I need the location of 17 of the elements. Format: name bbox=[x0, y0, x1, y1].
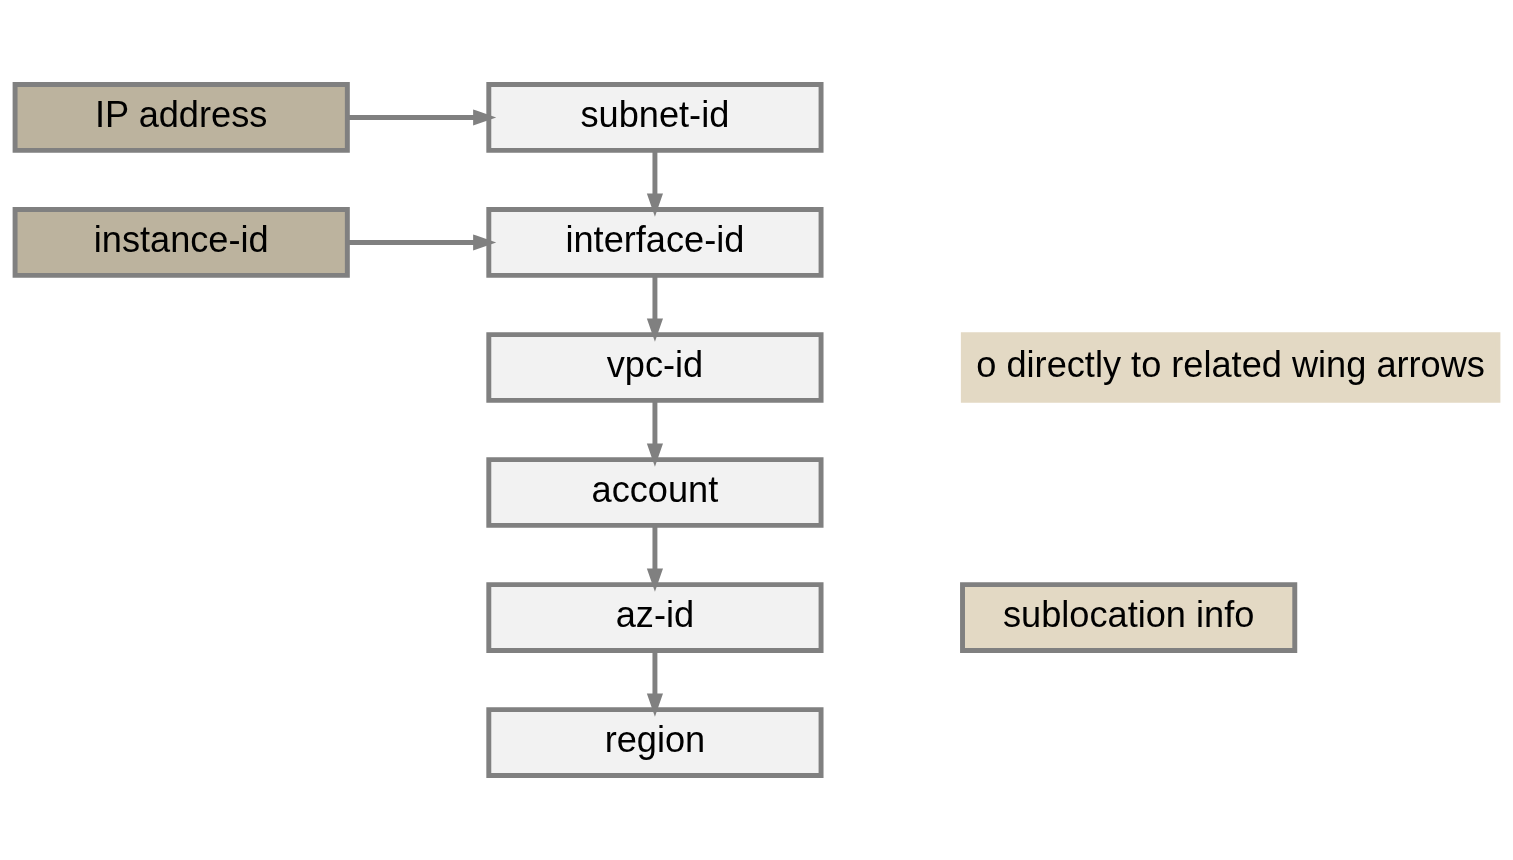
node-box: vpc-id bbox=[486, 332, 824, 403]
arrow bbox=[646, 275, 663, 342]
node-box: sublocation info bbox=[960, 582, 1298, 653]
node-box: IP address bbox=[12, 82, 350, 153]
arrow bbox=[646, 150, 663, 217]
arrow bbox=[646, 650, 663, 717]
arrow bbox=[646, 400, 663, 467]
node-box: subnet-id bbox=[486, 82, 824, 153]
node-box: region bbox=[486, 707, 824, 778]
node-box: account bbox=[486, 457, 824, 528]
node-box: az-id bbox=[486, 582, 824, 653]
node-box: interface-id bbox=[486, 207, 824, 278]
node-box: instance-id bbox=[12, 207, 350, 278]
arrow bbox=[347, 234, 497, 251]
node-box: o directly to related wing arrows bbox=[960, 332, 1501, 403]
arrow bbox=[347, 109, 497, 126]
arrow bbox=[646, 525, 663, 592]
